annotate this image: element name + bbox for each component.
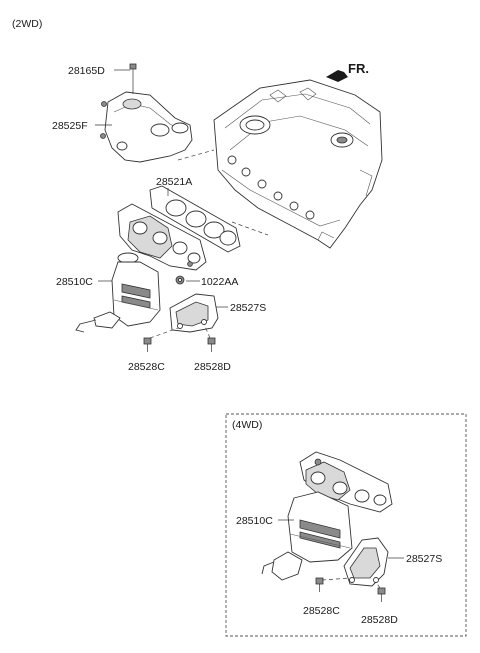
gasket — [149, 185, 241, 253]
engine-block — [213, 79, 383, 249]
manifold-catalyst-4wd — [261, 451, 393, 581]
nut-1022aa-icon — [175, 275, 185, 285]
label-28510c-4wd: 28510C — [236, 515, 273, 527]
label-28165d: 28165D — [68, 65, 105, 77]
label-28525f: 28525F — [52, 120, 88, 132]
title-2wd: (2WD) — [12, 18, 42, 30]
front-direction-marker: FR. — [326, 61, 369, 82]
label-28528d: 28528D — [194, 361, 231, 373]
manifold-catalyst-2wd — [75, 203, 207, 333]
title-4wd: (4WD) — [232, 419, 262, 431]
label-28528c-4wd: 28528C — [303, 605, 340, 617]
guide-line — [177, 149, 215, 161]
label-28528c: 28528C — [128, 361, 165, 373]
label-28527s: 28527S — [230, 302, 266, 314]
label-28521a: 28521A — [156, 176, 192, 188]
label-28528d-4wd: 28528D — [361, 614, 398, 626]
label-28527s-4wd: 28527S — [406, 553, 442, 565]
bolt-28165d-icon — [129, 63, 137, 94]
front-label: FR. — [348, 61, 369, 76]
heat-protector — [100, 91, 193, 163]
front-arrow-icon — [326, 70, 348, 82]
label-28510c: 28510C — [56, 276, 93, 288]
bolt-28528c-icon — [143, 327, 179, 352]
label-1022aa: 1022AA — [201, 276, 238, 288]
inset-4wd-frame — [225, 413, 467, 637]
guide-line — [231, 221, 269, 236]
bracket-2wd — [169, 293, 219, 333]
bracket-4wd — [343, 537, 389, 587]
bolt-28528d-4wd-icon — [375, 581, 386, 602]
protector-hole — [122, 98, 142, 110]
bolt-28528c-4wd-icon — [315, 577, 351, 592]
bolt-28528d-icon — [203, 323, 216, 352]
